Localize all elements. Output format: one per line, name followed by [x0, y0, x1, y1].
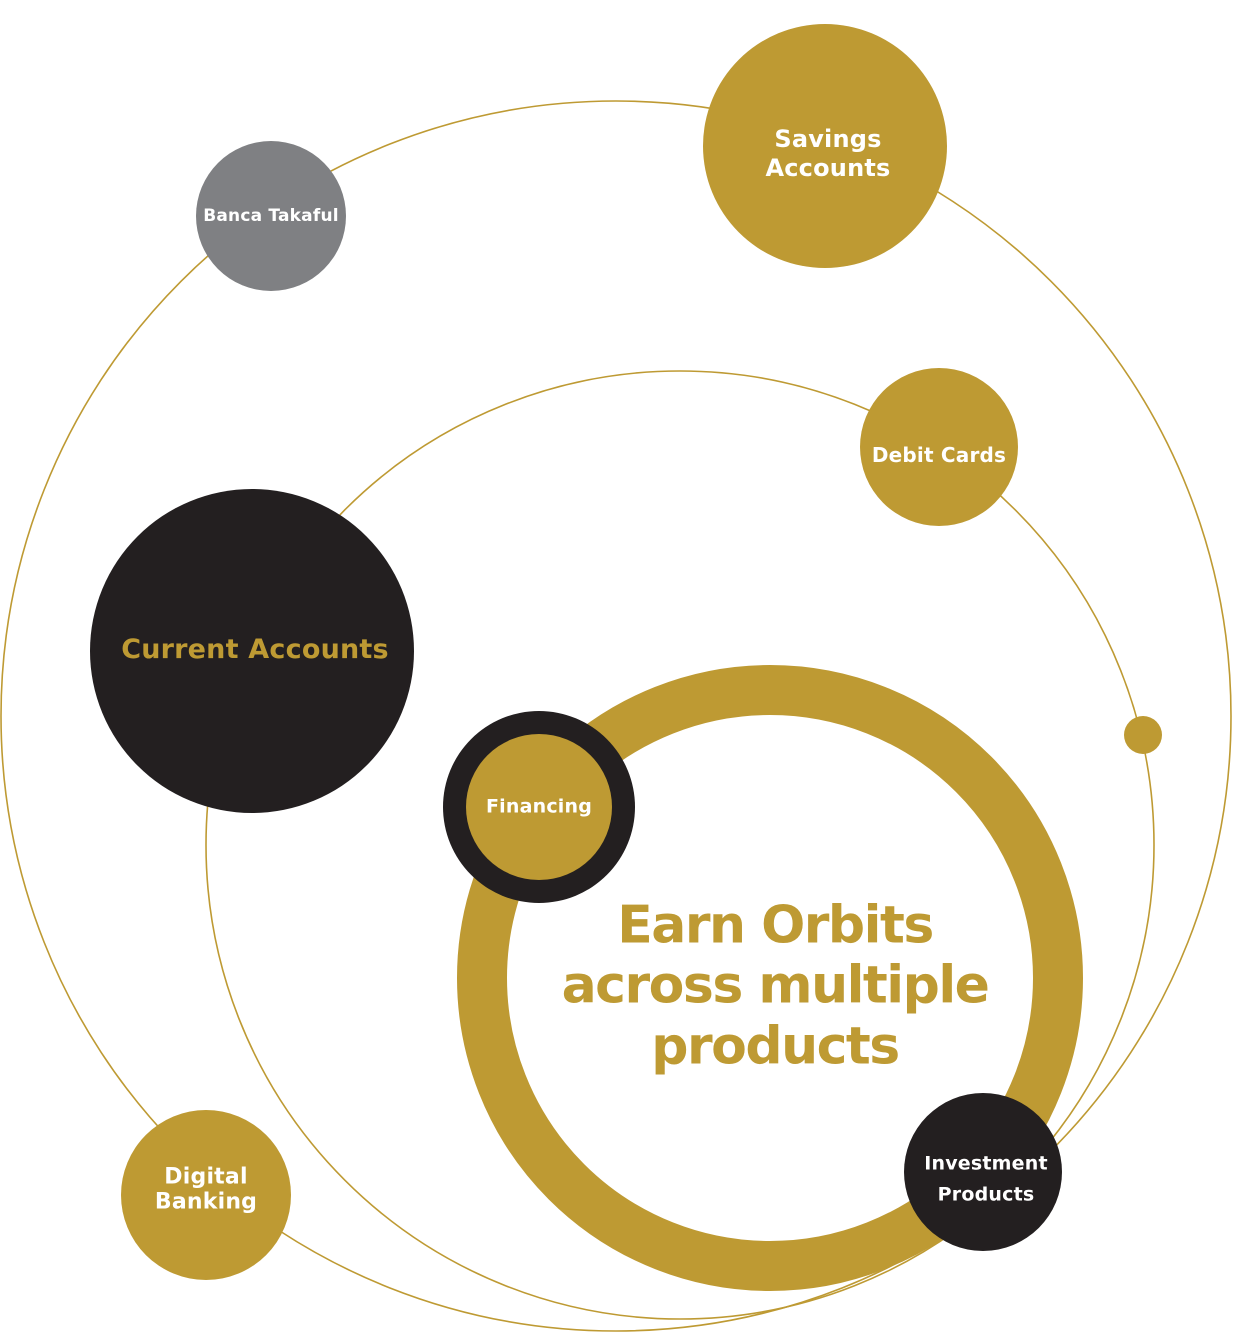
small-orbit-dot: [1124, 716, 1162, 754]
savings-accounts-node: [703, 24, 947, 268]
debit-cards-label: Debit Cards: [871, 443, 1007, 467]
center-title: Earn Orbits across multiple products: [561, 895, 990, 1077]
banca-takaful-label: Banca Takaful: [203, 205, 339, 226]
current-accounts-node: [90, 489, 414, 813]
financing-label: Financing: [485, 795, 593, 818]
digital-banking-node: [121, 1110, 291, 1280]
digital-banking-label: Digital Banking: [154, 1164, 258, 1215]
investment-products-label: Investment Products: [924, 1152, 1048, 1206]
banca-takaful-node: [196, 141, 346, 291]
middle-orbit: [205, 370, 1155, 1320]
savings-accounts-label: Savings Accounts: [765, 125, 891, 182]
financing-node: [466, 734, 612, 880]
current-accounts-label: Current Accounts: [121, 633, 389, 665]
investment-products-node: [904, 1093, 1062, 1251]
outer-orbit: [0, 100, 1232, 1332]
center-ring: [457, 665, 1083, 1291]
debit-cards-node: [860, 368, 1018, 526]
